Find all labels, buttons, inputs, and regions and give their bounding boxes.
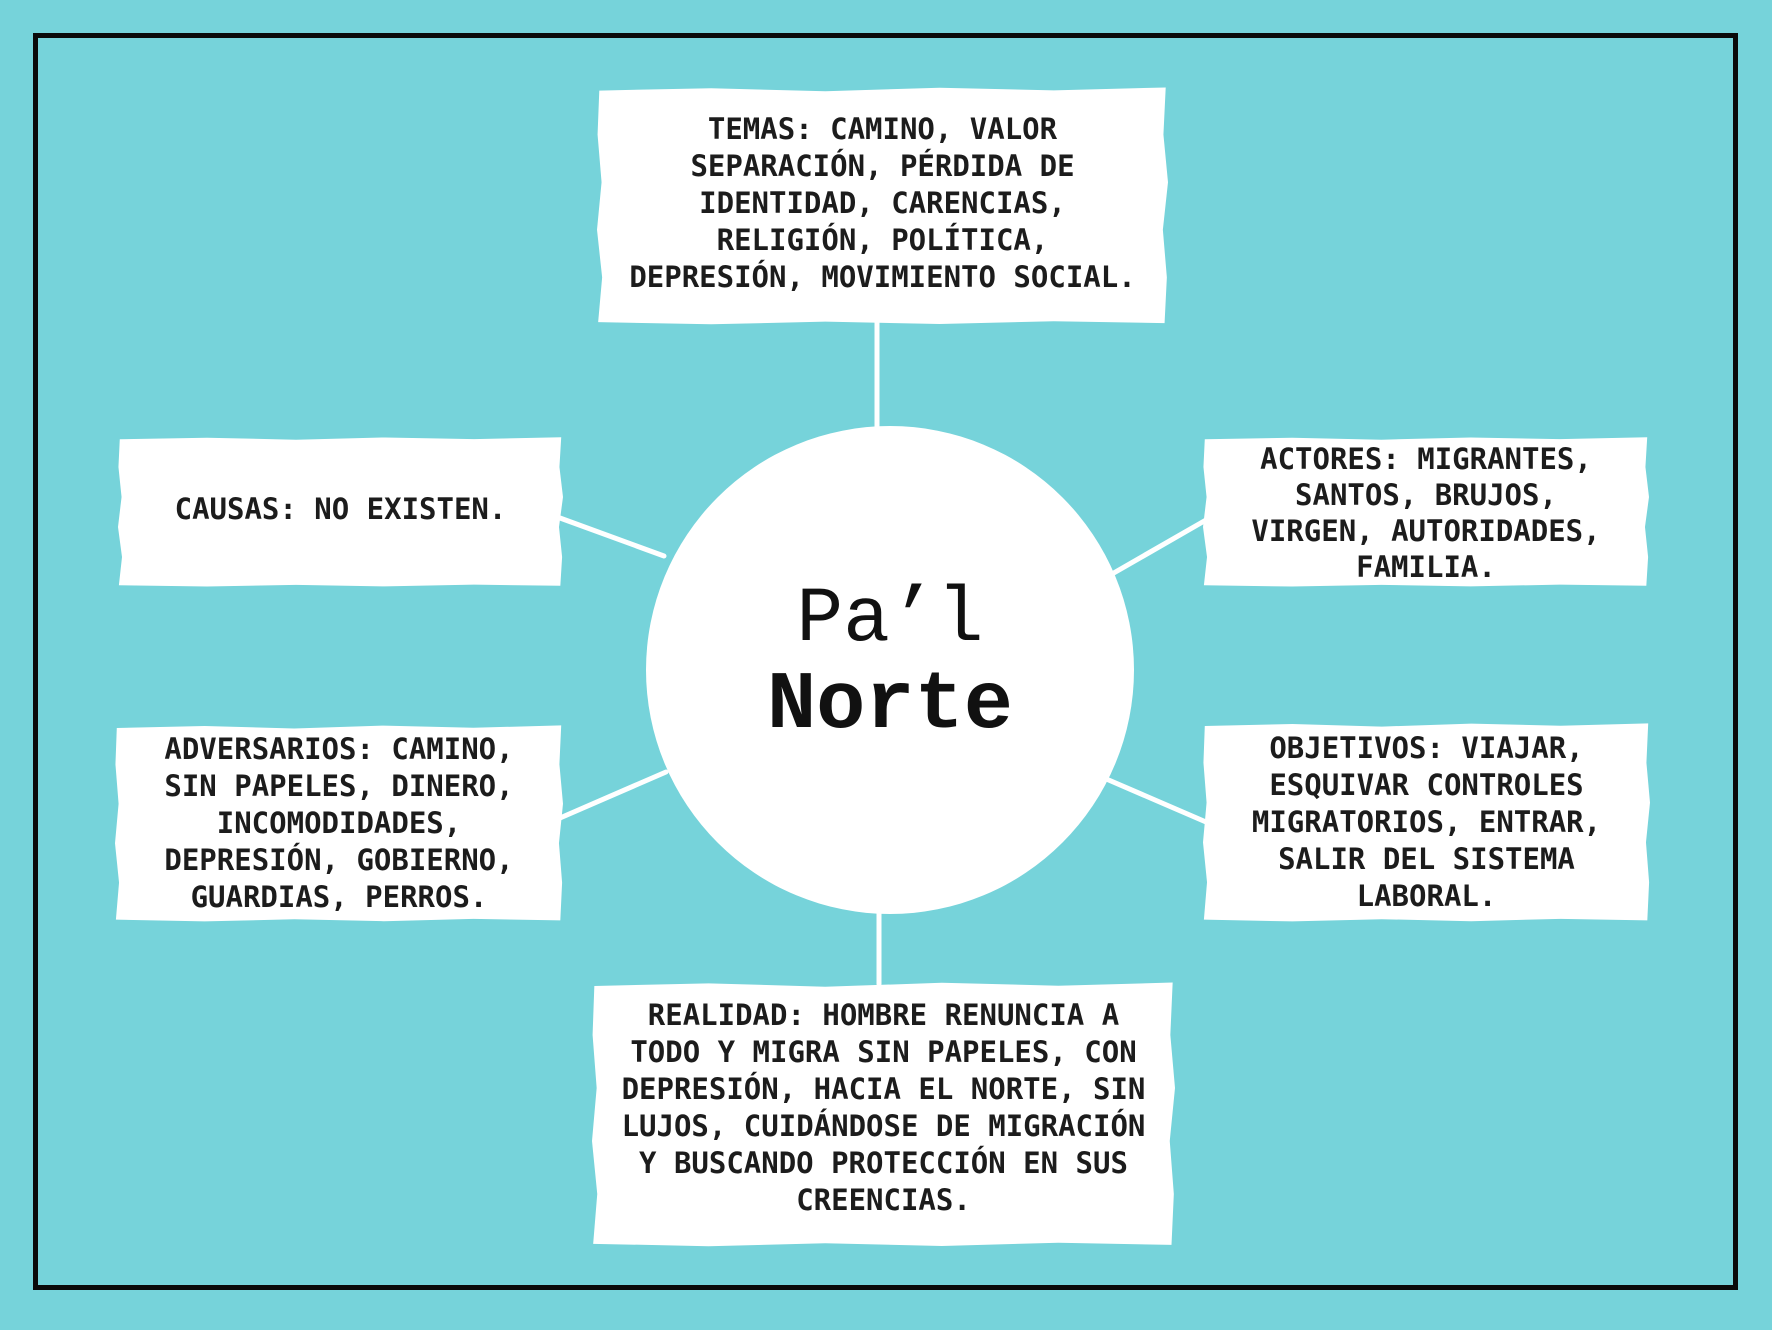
connector-objetivos — [1101, 775, 1209, 825]
node-realidad-text: REALIDAD: HOMBRE RENUNCIA A TODO Y MIGRA… — [621, 997, 1146, 1217]
connector-actores — [1109, 517, 1209, 577]
node-actores: ACTORES: MIGRANTES, SANTOS, BRUJOS, VIRG… — [1203, 437, 1649, 587]
node-causas-text: CAUSAS: NO EXISTEN. — [174, 491, 507, 526]
node-adversarios: ADVERSARIOS: CAMINO, SIN PAPELES, DINERO… — [115, 725, 563, 922]
node-realidad: REALIDAD: HOMBRE RENUNCIA A TODO Y MIGRA… — [592, 982, 1175, 1247]
node-temas-text: TEMAS: CAMINO, VALOR SEPARACIÓN, PÉRDIDA… — [629, 111, 1136, 294]
central-title-line1: Pa’l — [796, 576, 984, 664]
central-title-line2: Norte — [766, 659, 1014, 752]
central-topic-circle: Pa’l Norte — [646, 426, 1134, 914]
node-temas: TEMAS: CAMINO, VALOR SEPARACIÓN, PÉRDIDA… — [597, 87, 1168, 325]
node-objetivos: OBJETIVOS: VIAJAR, ESQUIVAR CONTROLES MI… — [1203, 723, 1650, 922]
connector-adversarios — [557, 769, 669, 821]
node-adversarios-text: ADVERSARIOS: CAMINO, SIN PAPELES, DINERO… — [164, 732, 514, 914]
node-actores-text: ACTORES: MIGRANTES, SANTOS, BRUJOS, VIRG… — [1251, 442, 1601, 584]
diagram-frame — [33, 33, 1738, 1290]
connector-causas — [557, 515, 667, 559]
node-causas: CAUSAS: NO EXISTEN. — [118, 437, 563, 587]
node-objetivos-text: OBJETIVOS: VIAJAR, ESQUIVAR CONTROLES MI… — [1251, 731, 1602, 913]
